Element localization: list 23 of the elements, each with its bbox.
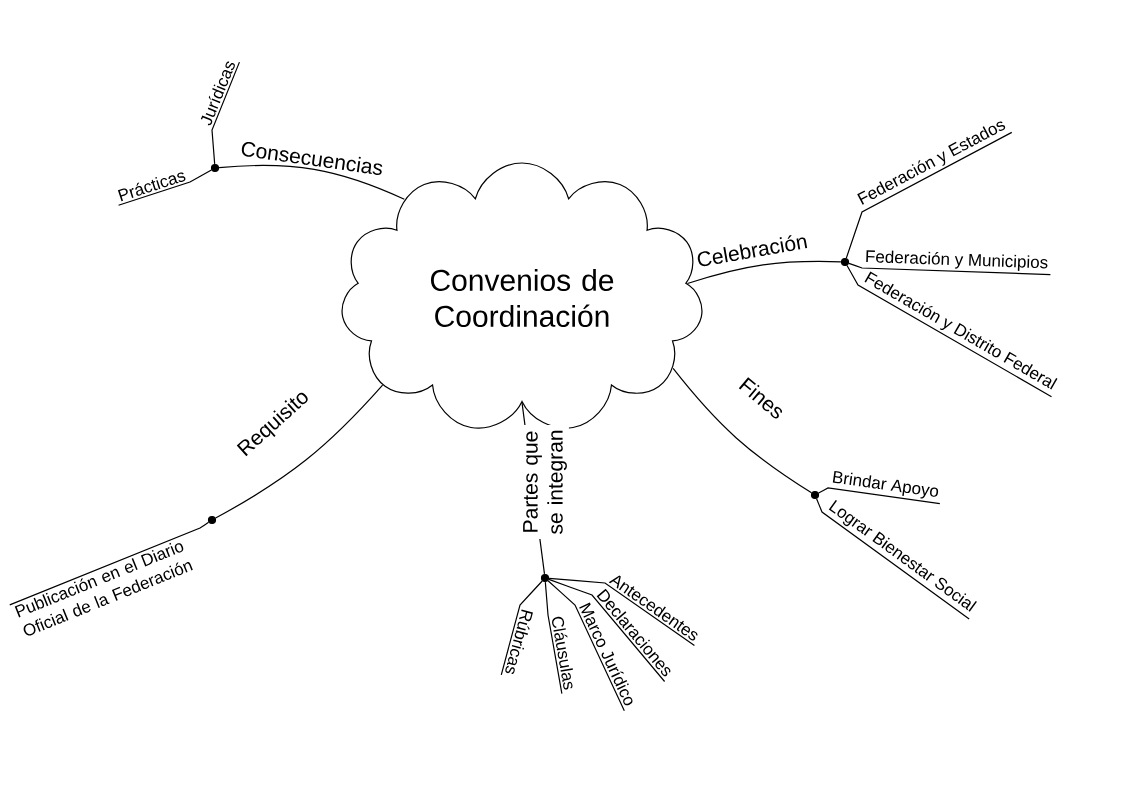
branch-line xyxy=(818,487,941,505)
branch-text: Rúbricas xyxy=(505,609,533,675)
branch-line xyxy=(218,164,405,200)
branch-line xyxy=(815,498,970,620)
branch-line xyxy=(672,367,813,494)
branch-line xyxy=(215,384,384,519)
branch-line xyxy=(9,521,210,606)
branch-line xyxy=(117,169,213,206)
branch-line xyxy=(548,577,696,647)
edge-label: Partes que se integran xyxy=(521,425,569,539)
branch-text: Federación y Municipios xyxy=(866,250,1048,271)
branch-text: Cláusulas xyxy=(552,616,573,690)
branch-line xyxy=(547,580,625,712)
edge-label: Consecuencias xyxy=(241,141,383,175)
branch-line xyxy=(500,580,543,676)
branch-text: Brindar Apoyo xyxy=(832,470,939,499)
branch-line xyxy=(845,131,1013,259)
branch-line xyxy=(544,581,563,695)
branch-line xyxy=(211,61,241,165)
branch-line xyxy=(846,264,1053,398)
branch-line xyxy=(848,262,1051,276)
edge-label: Celebración xyxy=(697,235,808,267)
branch-line xyxy=(548,578,666,683)
